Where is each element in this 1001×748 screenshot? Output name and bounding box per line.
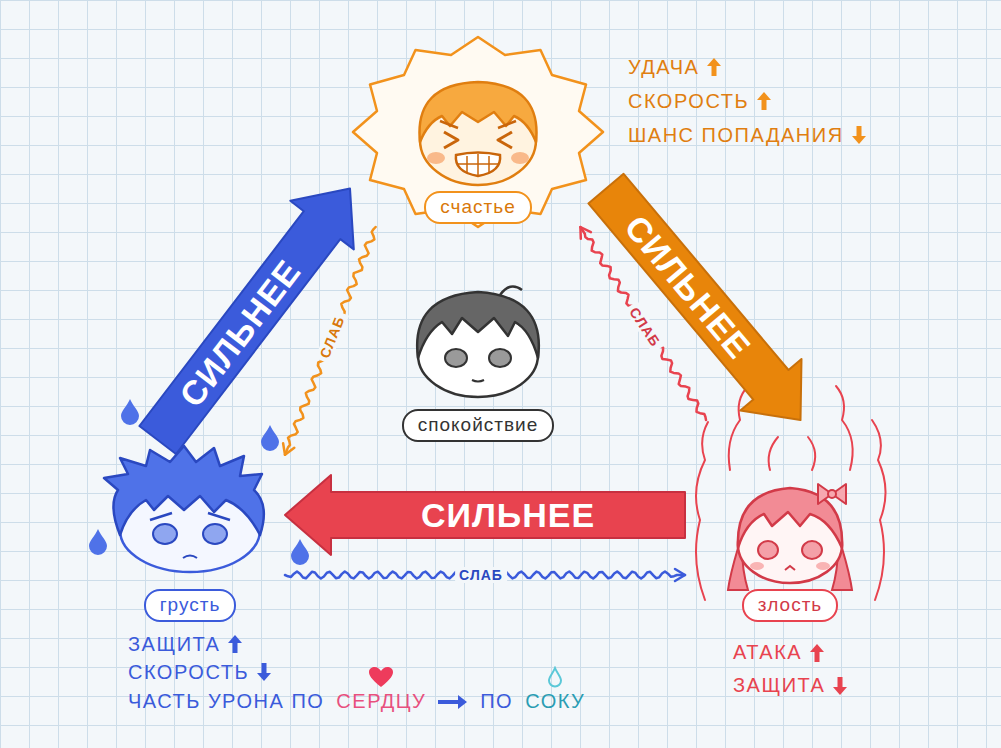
juice-drop-icon [547, 666, 563, 688]
arrow-head [580, 227, 591, 239]
stat-up-arrow [227, 634, 243, 654]
stat-label: ЗАЩИТА [733, 674, 825, 697]
stat-label: ПО [480, 690, 513, 713]
stat-up-arrow [756, 91, 772, 111]
squiggle-line [285, 227, 376, 455]
emotion-label: счастье [424, 191, 531, 224]
emotion-node: спокойствие [383, 285, 573, 445]
arrow-head [283, 443, 294, 455]
heart-icon [368, 666, 394, 688]
emotion-label: злость [742, 589, 838, 622]
calm-face [417, 286, 539, 397]
arrow-head [675, 569, 685, 581]
happy-face [353, 37, 603, 227]
stat-label: СОКУ [525, 690, 585, 712]
emotion-node: злость [685, 420, 895, 625]
sad-face [104, 446, 264, 572]
weakness-label: СЛАБ [455, 567, 507, 583]
stat-label: ЗАЩИТА [128, 633, 220, 656]
strength-arrow [588, 174, 801, 420]
stat-up-arrow [706, 57, 722, 77]
stat-down-arrow [832, 676, 848, 696]
arrow-band [588, 174, 801, 420]
emotion-label: грусть [144, 589, 237, 622]
weakness-label: СЛАБ [315, 310, 349, 364]
strength-label: СИЛЬНЕЕ [619, 209, 757, 364]
stat-label: СКОРОСТЬ [128, 661, 249, 684]
strength-label: СИЛЬНЕЕ [173, 253, 306, 412]
weakness-label: СЛАБ [625, 301, 667, 353]
strength-arrow [139, 189, 353, 454]
emotion-node: счастье [350, 35, 606, 227]
stat-label: СЕРДЦУ [336, 690, 426, 712]
stat-up-arrow [809, 643, 825, 663]
angry-face [728, 484, 852, 590]
stat-label: АТАКА [733, 641, 802, 664]
stat-down-arrow [256, 662, 272, 682]
arrow-band [285, 475, 685, 555]
stat-down-arrow [851, 125, 867, 145]
emotion-label: спокойствие [402, 409, 555, 442]
strength-arrow [285, 475, 685, 555]
arrow-band [139, 189, 353, 454]
stat-label: ШАНС ПОПАДАНИЯ [628, 124, 844, 147]
stat-label: УДАЧА [628, 56, 699, 79]
transfer-arrow [438, 695, 468, 709]
stat-label: СКОРОСТЬ [628, 90, 749, 113]
strength-label: СИЛЬНЕЕ [421, 498, 595, 532]
weakness-arrow [283, 227, 376, 455]
stat-label: ЧАСТЬ УРОНА ПО [128, 690, 324, 713]
emotion-node: грусть [95, 440, 285, 625]
